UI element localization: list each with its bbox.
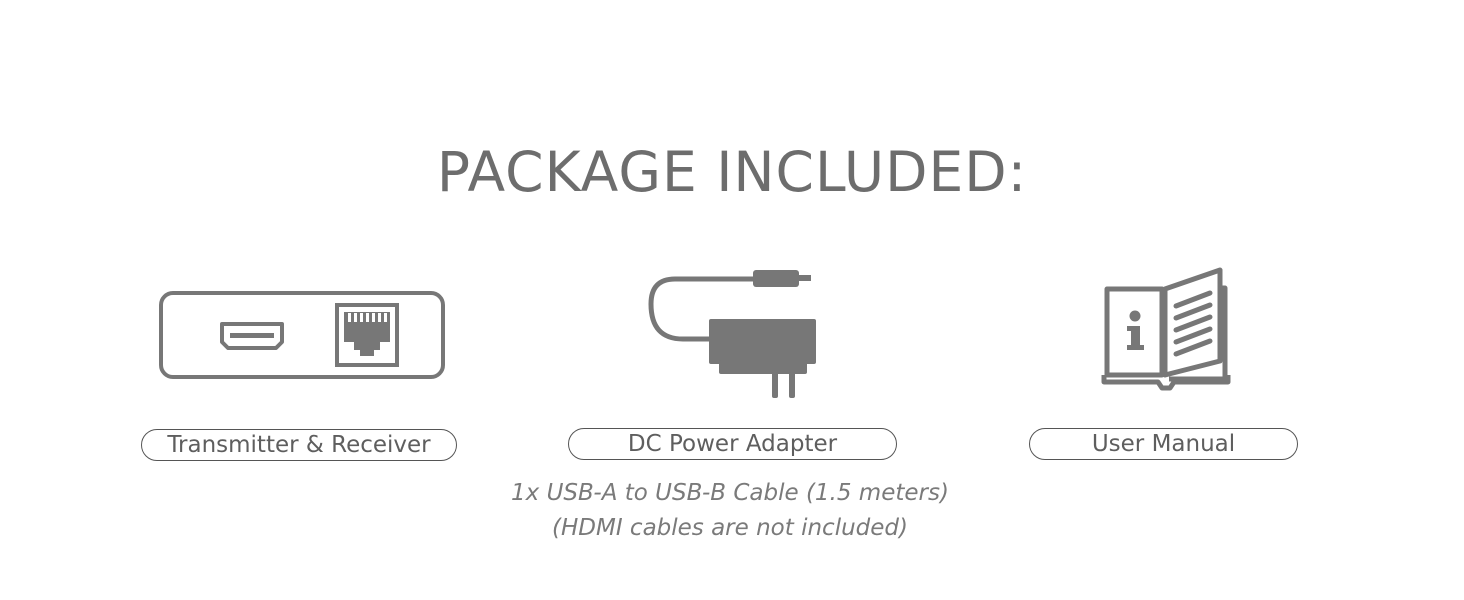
ethernet-port-icon: [335, 303, 399, 367]
user-manual-label: User Manual: [1029, 428, 1298, 460]
power-adapter-icon: [645, 266, 820, 402]
hdmi-port-icon: [220, 322, 284, 350]
power-adapter-label: DC Power Adapter: [568, 428, 897, 460]
transmitter-receiver-label: Transmitter & Receiver: [141, 429, 457, 461]
hdmi-not-included-note: (HDMI cables are not included): [552, 515, 908, 541]
user-manual-icon: [1100, 266, 1232, 392]
transmitter-receiver-icon: [158, 290, 446, 380]
page-title: PACKAGE INCLUDED:: [436, 140, 1028, 204]
usb-cable-note: 1x USB-A to USB-B Cable (1.5 meters): [511, 480, 949, 506]
